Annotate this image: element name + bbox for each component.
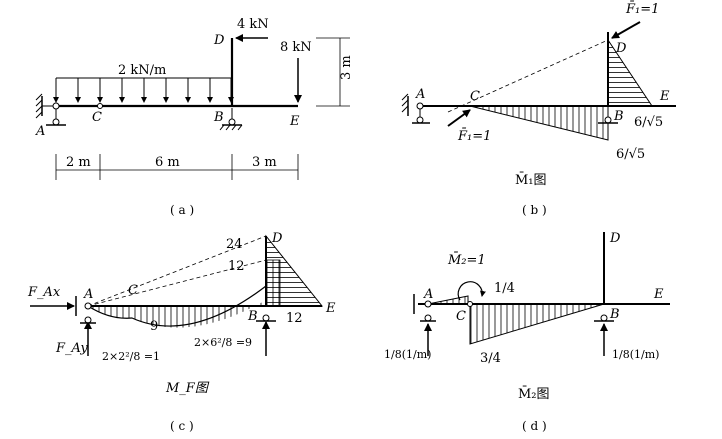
point-a: A [423,287,433,302]
force-top-arrow [611,21,641,39]
point-b: B [609,307,620,322]
span-dimensions [55,154,299,180]
point-e: E [289,114,300,129]
force-bottom-arrow [447,109,471,127]
moment-diagram-bd [607,38,653,107]
diagram-title-d: M̄₂图 [518,386,550,402]
point-e: E [659,89,670,104]
load-8kn-label: 8 kN [280,40,312,55]
value-bottom: 6/√5 [616,147,645,162]
point-a: A [415,87,425,102]
point-b: B [213,110,224,125]
point-e: E [653,287,664,302]
caption-c: ( c ) [170,419,194,433]
dim-3m: 3 m [252,155,277,170]
diagram-title-c: M_F图 [165,381,210,396]
point-c: C [470,89,480,104]
reaction-y-label: F_Ay [55,341,88,356]
diagram-title-b: M̄₁图 [515,172,547,188]
distributed-load-label: 2 kN/m [118,63,166,78]
moment-diagram-ac [427,295,469,305]
value-12-bottom: 12 [286,311,303,326]
support-a [75,296,96,324]
moment-arc [457,281,486,301]
support-a [401,93,430,124]
hinge-c [97,103,103,109]
caption-b: ( b ) [522,203,547,217]
support-b [594,314,614,322]
support-b [219,108,243,131]
force-line-dashed [447,39,609,113]
value-quarter: 1/4 [494,281,515,296]
point-a: A [35,124,45,139]
moment-diagram-cb [469,303,605,345]
value-12-top: 12 [228,259,245,274]
support-b [598,116,618,124]
point-c: C [92,110,102,125]
hinge-c [467,301,473,307]
dashed-line-2 [87,235,267,307]
panel-d: M̄₂=1 1/4 3/4 1/8(1/m) 1/8(1/m) A C B D … [384,231,670,433]
panel-c: F_Ax F_Ay 24 12 12 9 2×2²/8 =1 2×6²/8 =9… [27,231,336,433]
value-9: 9 [150,319,158,334]
support-a [35,93,66,126]
value-top: 6/√5 [634,115,663,130]
force-bottom-label: F̄₁=1 [457,128,491,144]
point-d: D [213,33,225,48]
point-d: D [609,231,621,246]
formula-2: 2×6²/8 =9 [194,336,252,349]
panel-a: 2 kN/m 4 kN 8 kN [35,17,354,217]
dim-2m: 2 m [66,155,91,170]
value-three-quarter: 3/4 [480,351,501,366]
moment-diagram-vertical [265,259,281,307]
height-dimension [316,37,350,107]
dashed-line-1 [87,259,267,307]
moment-curve [87,285,267,327]
value-24: 24 [226,237,243,252]
point-c: C [456,309,466,324]
caption-a: ( a ) [170,203,194,217]
support-a [413,294,436,322]
reaction-b-label: 1/8(1/m) [612,348,659,361]
caption-d: ( d ) [522,419,547,433]
distributed-load [53,77,234,103]
moment-label: M̄₂=1 [447,252,486,268]
height-label: 3 m [339,55,354,80]
point-d: D [271,231,283,246]
point-e: E [325,301,336,316]
load-4kn-label: 4 kN [237,17,269,32]
formula-1: 2×2²/8 =1 [102,350,160,363]
panel-b: F̄₁=1 F̄₁=1 6/√5 6/√5 A C B D E M̄₁图 ( b… [401,1,676,217]
point-b: B [613,109,624,124]
point-b: B [247,309,258,324]
dim-6m: 6 m [155,155,180,170]
force-top-label: F̄₁=1 [625,1,659,17]
point-d: D [615,41,627,56]
reaction-a-label: 1/8(1/m) [384,348,431,361]
support-b [256,314,276,322]
point-c: C [128,283,138,298]
reaction-x-label: F_Ax [27,285,61,300]
point-a: A [83,287,93,302]
